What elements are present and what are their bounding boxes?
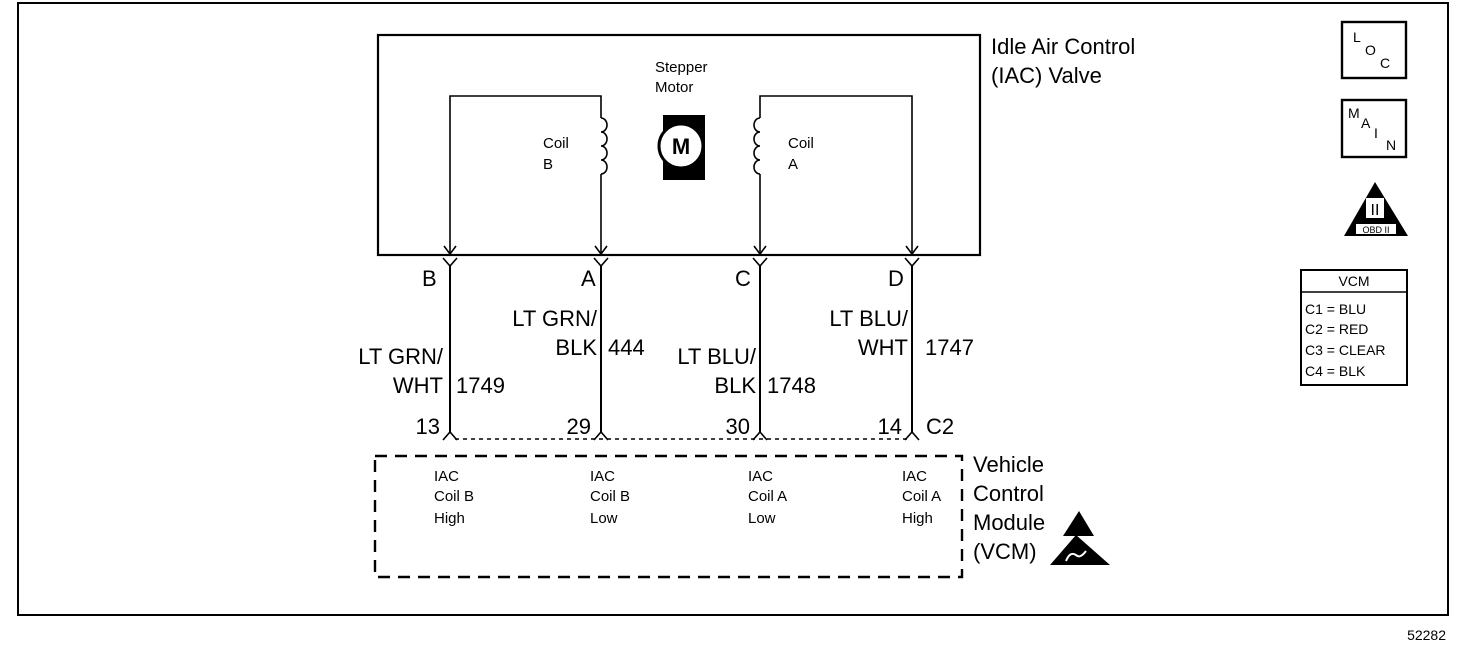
wire-1749-circuit: 1749 <box>456 373 505 398</box>
iac-connector-marks <box>442 257 920 268</box>
coil-a-label-line1: Coil <box>788 135 814 152</box>
svg-text:C3 = CLEAR: C3 = CLEAR <box>1305 342 1386 358</box>
svg-text:C2 = RED: C2 = RED <box>1305 321 1368 337</box>
wire-444-color-line1: LT GRN/ <box>512 306 598 331</box>
pin-d-label: D <box>888 266 904 291</box>
coil-b-loop-wire <box>449 95 602 255</box>
stepper-motor-label-line2: Motor <box>655 79 693 96</box>
terminal-13: 13 <box>416 414 440 439</box>
vcm-name-line2: Control <box>973 481 1044 506</box>
svg-text:IAC: IAC <box>902 468 927 485</box>
terminal-29: 29 <box>567 414 591 439</box>
obd-ii-icon: II OBD II <box>1344 182 1408 236</box>
wire-1747-color-line2: WHT <box>858 335 908 360</box>
wire-1747-circuit: 1747 <box>925 335 974 360</box>
connector-c2-label: C2 <box>926 414 954 439</box>
vcm-input-coil-b-high: IAC Coil B High <box>434 468 474 527</box>
vcm-input-coil-a-low: IAC Coil A Low <box>748 468 787 527</box>
svg-text:M: M <box>1348 105 1360 121</box>
terminal-14: 14 <box>878 414 902 439</box>
coil-a-label-line2: A <box>788 156 798 173</box>
vcm-input-coil-a-high: IAC Coil A High <box>902 468 941 527</box>
svg-text:Coil A: Coil A <box>902 488 941 505</box>
svg-text:A: A <box>1361 115 1371 131</box>
wire-1748-circuit: 1748 <box>767 373 816 398</box>
svg-text:I: I <box>1374 125 1378 141</box>
coil-a-icon <box>753 117 761 175</box>
stepper-motor-icon: M <box>657 115 705 180</box>
vcm-name-line1: Vehicle <box>973 452 1044 477</box>
svg-text:High: High <box>902 510 933 527</box>
svg-text:M: M <box>672 134 690 159</box>
svg-text:High: High <box>434 510 465 527</box>
iac-pin-arrows <box>443 245 919 256</box>
svg-text:VCM: VCM <box>1338 273 1369 289</box>
vcm-name-line3: Module <box>973 510 1045 535</box>
main-icon: M A I N <box>1340 98 1408 159</box>
pin-a-label: A <box>581 266 596 291</box>
esd-warning-icon-lower <box>1050 535 1110 565</box>
svg-text:Coil B: Coil B <box>590 488 630 505</box>
wire-1749-color-line1: LT GRN/ <box>358 344 444 369</box>
svg-text:O: O <box>1365 42 1376 58</box>
wire-1748-color-line1: LT BLU/ <box>677 344 757 369</box>
coil-a-loop-wire <box>759 95 913 255</box>
svg-text:OBD II: OBD II <box>1362 225 1389 235</box>
pin-b-label: B <box>422 266 437 291</box>
vcm-connector-legend: VCM C1 = BLU C2 = RED C3 = CLEAR C4 = BL… <box>1300 269 1408 386</box>
figure-number: 52282 <box>1407 627 1446 643</box>
pin-c-label: C <box>735 266 751 291</box>
svg-text:Low: Low <box>748 510 776 527</box>
svg-text:IAC: IAC <box>748 468 773 485</box>
svg-text:C1 = BLU: C1 = BLU <box>1305 301 1366 317</box>
svg-text:Coil A: Coil A <box>748 488 787 505</box>
outer-frame <box>17 2 1449 616</box>
svg-text:II: II <box>1371 202 1380 219</box>
loc-icon: L O C <box>1340 20 1408 80</box>
wire-1748-color-line2: BLK <box>714 373 756 398</box>
wire-1749-color-line2: WHT <box>393 373 443 398</box>
svg-text:Coil B: Coil B <box>434 488 474 505</box>
svg-text:Low: Low <box>590 510 618 527</box>
vcm-input-coil-b-low: IAC Coil B Low <box>590 468 630 527</box>
coil-b-label-line2: B <box>543 156 553 173</box>
wire-1747-color-line1: LT BLU/ <box>829 306 909 331</box>
svg-text:N: N <box>1386 137 1396 153</box>
vcm-connector-marks <box>442 430 920 441</box>
stepper-motor-label-line1: Stepper <box>655 59 708 76</box>
vcm-module-box <box>373 454 964 579</box>
iac-valve-title-line2: (IAC) Valve <box>991 63 1102 88</box>
svg-text:IAC: IAC <box>434 468 459 485</box>
vcm-name-line4: (VCM) <box>973 539 1037 564</box>
wire-444-color-line2: BLK <box>555 335 597 360</box>
terminal-30: 30 <box>726 414 750 439</box>
svg-text:L: L <box>1353 29 1361 45</box>
coil-b-icon <box>600 117 608 175</box>
coil-b-label-line1: Coil <box>543 135 569 152</box>
svg-text:IAC: IAC <box>590 468 615 485</box>
svg-text:C: C <box>1380 55 1390 71</box>
esd-warning-icon-upper <box>1063 511 1094 536</box>
iac-valve-box <box>376 33 982 257</box>
iac-valve-title-line1: Idle Air Control <box>991 34 1135 59</box>
svg-text:C4 = BLK: C4 = BLK <box>1305 363 1366 379</box>
wire-444-circuit: 444 <box>608 335 645 360</box>
